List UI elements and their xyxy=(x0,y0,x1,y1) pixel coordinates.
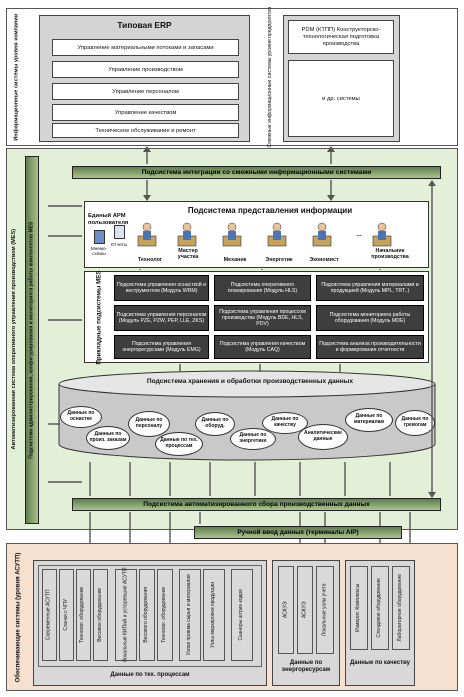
role-economist: Экономист xyxy=(309,257,339,263)
tech-item-cnc: Станки с ЧПУ xyxy=(59,569,74,661)
role-production-head: Начальник производства xyxy=(371,248,409,260)
role-master: Мастер участка xyxy=(177,248,199,260)
bubble-tooling: Данные по оснастке xyxy=(60,406,102,428)
module-hls: Подсистема оперативного планирования (Мо… xyxy=(214,275,311,301)
worker-icon-head xyxy=(372,222,392,247)
worker-icon-technologist xyxy=(137,222,157,247)
module-wrm: Подсистема управления оснасткой и инстру… xyxy=(114,275,209,301)
worker-icon-economist xyxy=(312,222,332,247)
storage-title: Подсистема хранения и обработки производ… xyxy=(146,378,354,385)
tech-item-weighing-2: Весового оборудования xyxy=(139,569,155,661)
erp-module-personnel: Управление персоналом xyxy=(52,83,239,100)
tech-item-marking: Узлы маркировки продукции xyxy=(203,569,225,661)
erp-module-materials: Управление материальными потоками и запа… xyxy=(52,39,239,56)
tech-group-inner xyxy=(38,565,262,667)
admin-subsystem xyxy=(25,156,39,524)
other-systems: и др. системы xyxy=(288,60,394,137)
tech-item-raw-intake: Узлов приема сырья и материалов xyxy=(179,569,201,661)
presentation-title: Подсистема представления информации xyxy=(187,206,353,215)
worker-icon-energetic xyxy=(267,222,287,247)
pdm-system: PDM (КТПП) Конструкторско-технологическа… xyxy=(288,20,394,54)
report-label: Отчеты xyxy=(110,243,128,248)
quality-item-measuring: Измерит. Комплексы xyxy=(350,566,368,650)
bubble-quality: Данные по качеству xyxy=(262,412,308,434)
tech-group-label: Данные по тех. процессам xyxy=(110,672,190,678)
roles-ellipsis: ... xyxy=(356,232,362,238)
worker-icon-mechanic xyxy=(222,222,242,247)
erp-module-maintenance: Техническое обслуживание и ремонт xyxy=(52,123,239,138)
quality-item-lab: Лабораторное оборудование xyxy=(392,566,410,650)
presentation-subsystem xyxy=(84,201,429,268)
tech-item-process-equipment: Технолог. оборудование xyxy=(76,569,91,661)
bubble-alarms: Данные по тревогам xyxy=(395,410,435,436)
role-energetic: Энергетик xyxy=(265,257,293,263)
mnemo-label: Мнемо-схемы xyxy=(90,246,108,256)
bubble-personnel: Данные по персоналу xyxy=(128,411,170,437)
energy-group-label: Данные по энергоресурсам xyxy=(281,660,331,673)
energy-item-askue-1: АСКУЭ xyxy=(278,566,294,654)
manual-input: Ручной ввод данных (терминалы AIP) xyxy=(194,526,402,539)
energy-item-askue-2: АСКУЭ xyxy=(297,566,313,654)
arm-label: Единый АРМ пользователя xyxy=(88,213,129,226)
role-technologist: Технолог xyxy=(137,257,163,263)
report-icon xyxy=(114,225,125,239)
energy-item-local-meters: Локальные узлы учета xyxy=(316,566,334,654)
quality-item-bench: Стендовое оборудование xyxy=(371,566,389,650)
collection-subsystem: Подсистема автоматизированного сбора про… xyxy=(72,498,441,511)
tech-item-weighing: Весовое оборудование xyxy=(93,569,108,661)
module-mpl: Подсистема управления материалами и прод… xyxy=(316,275,424,301)
erp-module-quality: Управление качеством xyxy=(52,104,239,121)
worker-icon-master xyxy=(177,222,197,247)
apcs-side-label: Обеспечивающие системы (уровня АСУТП) xyxy=(15,552,22,683)
users-icons xyxy=(137,222,392,247)
module-analytics: Подсистема анализа производительности и … xyxy=(316,335,424,359)
bubble-orders: Данные по произ. заказам xyxy=(86,426,130,450)
erp-module-production: Управление производством xyxy=(52,61,239,78)
tech-item-modern-apcs: Современные АСУТП xyxy=(42,569,57,661)
module-caq: Подсистема управления качеством (Модуль … xyxy=(214,335,311,359)
module-emg: Подсистема управления энергоресурсами (М… xyxy=(114,335,209,359)
role-mechanic: Механик xyxy=(223,257,247,263)
erp-title: Типовая ERP xyxy=(117,20,172,30)
module-pze: Подсистема управления персоналом (Модуль… xyxy=(114,305,209,331)
bubble-equipment: Данные по оборуд. xyxy=(195,412,235,436)
integration-subsystem: Подсистема интеграции со смежными информ… xyxy=(72,166,441,179)
module-bde: Подсистема управления процессом производ… xyxy=(214,305,311,331)
bubble-materials: Данные по материалам xyxy=(345,408,393,432)
tech-item-process-equipment-2: Технолог. оборудование xyxy=(157,569,173,661)
bubble-analytics: Аналитические данные xyxy=(298,424,348,450)
quality-group-label: Данные по качеству xyxy=(349,660,411,666)
bubble-processes: Данные по тех. процессам xyxy=(155,432,203,456)
bubble-energy: Данные по энергетике xyxy=(230,428,276,450)
mnemo-icon xyxy=(94,230,105,244)
tech-item-local-kipia: Локальные КИПиА и устаревшие АСУТП xyxy=(115,568,137,662)
tech-item-barcode: Сканеры штрих-кодов xyxy=(231,569,253,661)
module-mde: Подсистема мониторинга работы оборудован… xyxy=(316,305,424,331)
